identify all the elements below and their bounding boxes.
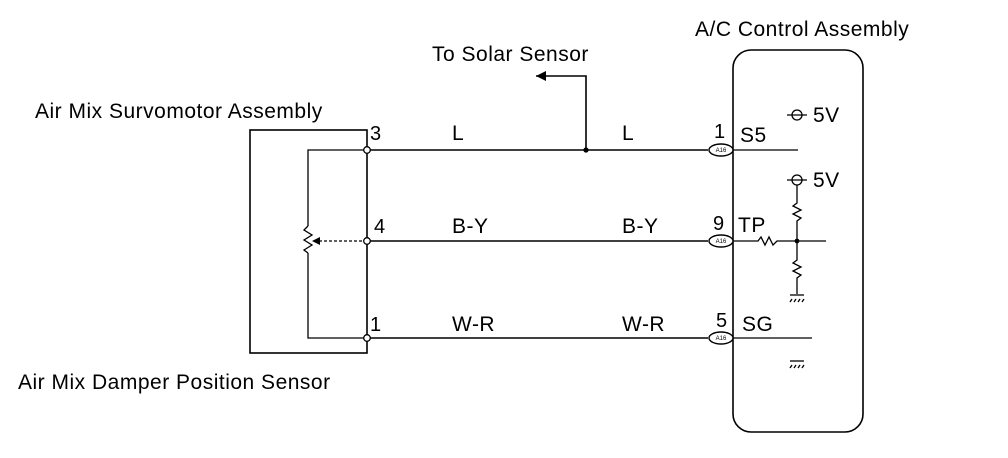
solar-sensor-label: To Solar Sensor [432, 43, 589, 66]
pot-bottom-lead [307, 253, 367, 339]
vcc-symbol-1 [787, 109, 807, 121]
sensor-pin-3: 3 [370, 123, 381, 145]
pot-resistor [302, 225, 314, 254]
sensor-pin-1: 1 [370, 314, 381, 336]
connector-a16-bottom: A16 [708, 331, 734, 345]
sensor-pin-4: 4 [374, 216, 385, 238]
sensor-terminal-3 [363, 146, 371, 154]
vcc-symbol-2 [787, 174, 807, 186]
ecu-pin-5: 5 [716, 310, 727, 332]
wire-color-right-3: W-R [622, 313, 665, 336]
ecu-pin-1: 1 [714, 121, 725, 143]
pot-top-lead [307, 149, 367, 226]
damper-sensor-title: Air Mix Damper Position Sensor [18, 371, 331, 394]
connector-a16-top: A16 [708, 143, 734, 157]
ac-control-title: A/C Control Assembly [695, 18, 909, 41]
connector-a16-mid: A16 [708, 234, 734, 248]
ecu-pin-9: 9 [713, 213, 724, 235]
ecu-terminal-sg: SG [742, 313, 773, 336]
wire-color-left-3: W-R [452, 313, 495, 336]
pulldown-resistor [791, 241, 803, 294]
sensor-terminal-4 [363, 237, 371, 245]
svg-text:A16: A16 [716, 336, 727, 342]
pullup-resistor [791, 185, 803, 241]
svg-text:A16: A16 [716, 148, 727, 154]
solar-sensor-branch [536, 75, 587, 150]
solar-arrow-icon [536, 71, 546, 81]
vcc-label-1: 5V [813, 104, 840, 127]
servomotor-title: Air Mix Survomotor Assembly [35, 100, 323, 123]
ecu-terminal-tp: TP [738, 214, 766, 237]
svg-text:A16: A16 [716, 239, 727, 245]
ground-icon-1 [789, 294, 805, 303]
wire-color-right-2: B-Y [622, 215, 659, 238]
ground-icon-2 [789, 360, 805, 369]
wire-color-right-1: L [622, 122, 634, 145]
ecu-terminal-s5: S5 [740, 124, 767, 147]
wiper-arrow-icon [312, 237, 320, 245]
wire-color-left-2: B-Y [452, 215, 489, 238]
wire-color-left-1: L [452, 122, 464, 145]
tp-input-resistor [733, 235, 826, 247]
vcc-label-2: 5V [813, 169, 840, 192]
